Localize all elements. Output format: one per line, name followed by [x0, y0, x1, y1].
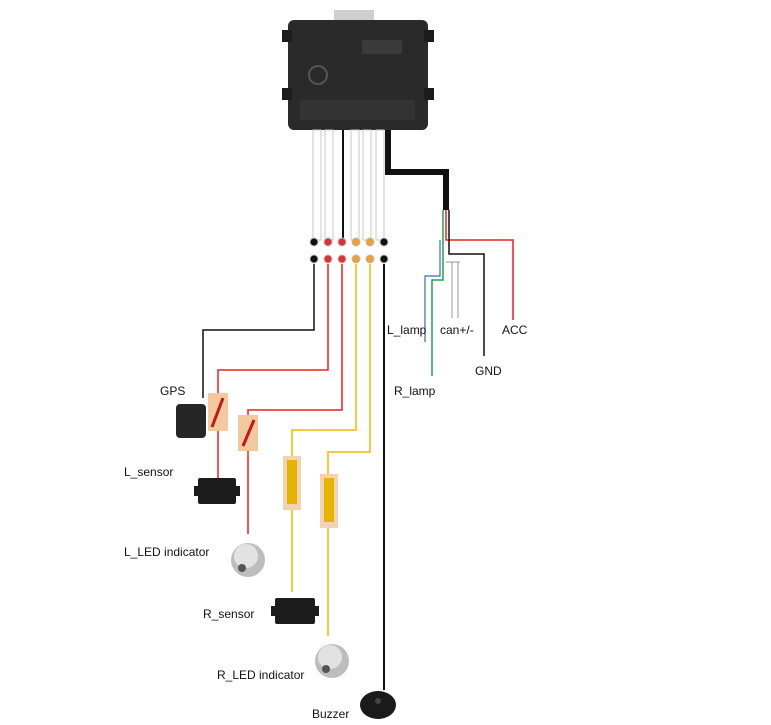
connector-row-top — [309, 237, 389, 247]
r-sensor-wire — [291, 264, 357, 592]
acc-label: ACC — [502, 323, 528, 337]
power-cable — [385, 130, 449, 210]
r-led-fuse — [320, 474, 338, 528]
acc-wire — [445, 210, 514, 320]
l-led-wire — [247, 264, 343, 534]
buzzer-icon — [360, 691, 396, 719]
l-sensor-label: L_sensor — [124, 465, 174, 479]
gps-fuse — [208, 393, 228, 431]
l-sensor-icon — [194, 478, 240, 504]
r-led-wire — [327, 264, 371, 636]
l-led-indicator-icon — [231, 543, 265, 577]
gps-module-icon — [176, 404, 206, 438]
r-led-indicator-label: R_LED indicator — [217, 668, 305, 682]
buzzer-label: Buzzer — [312, 707, 350, 721]
r-lamp-label: R_lamp — [394, 384, 436, 398]
l-lamp-label: L_lamp — [387, 323, 427, 337]
control-unit — [282, 10, 434, 130]
gnd-wire — [448, 210, 485, 356]
gps-wire — [202, 264, 315, 398]
r-sensor-fuse — [283, 456, 301, 510]
connector-row-bottom — [309, 254, 389, 264]
r-sensor-label: R_sensor — [203, 607, 255, 621]
l-led-indicator-label: L_LED indicator — [124, 545, 210, 559]
gps-label: GPS — [160, 384, 186, 398]
r-lamp-wire — [431, 210, 444, 376]
gnd-label: GND — [475, 364, 502, 378]
r-sensor-icon — [271, 598, 319, 624]
led-fuse — [238, 415, 258, 451]
l-sensor-wire — [217, 264, 329, 478]
can-label: can+/- — [440, 323, 474, 337]
cable-bundle — [312, 129, 385, 241]
l-lamp-wire — [424, 240, 441, 342]
r-led-indicator-icon — [315, 644, 349, 678]
